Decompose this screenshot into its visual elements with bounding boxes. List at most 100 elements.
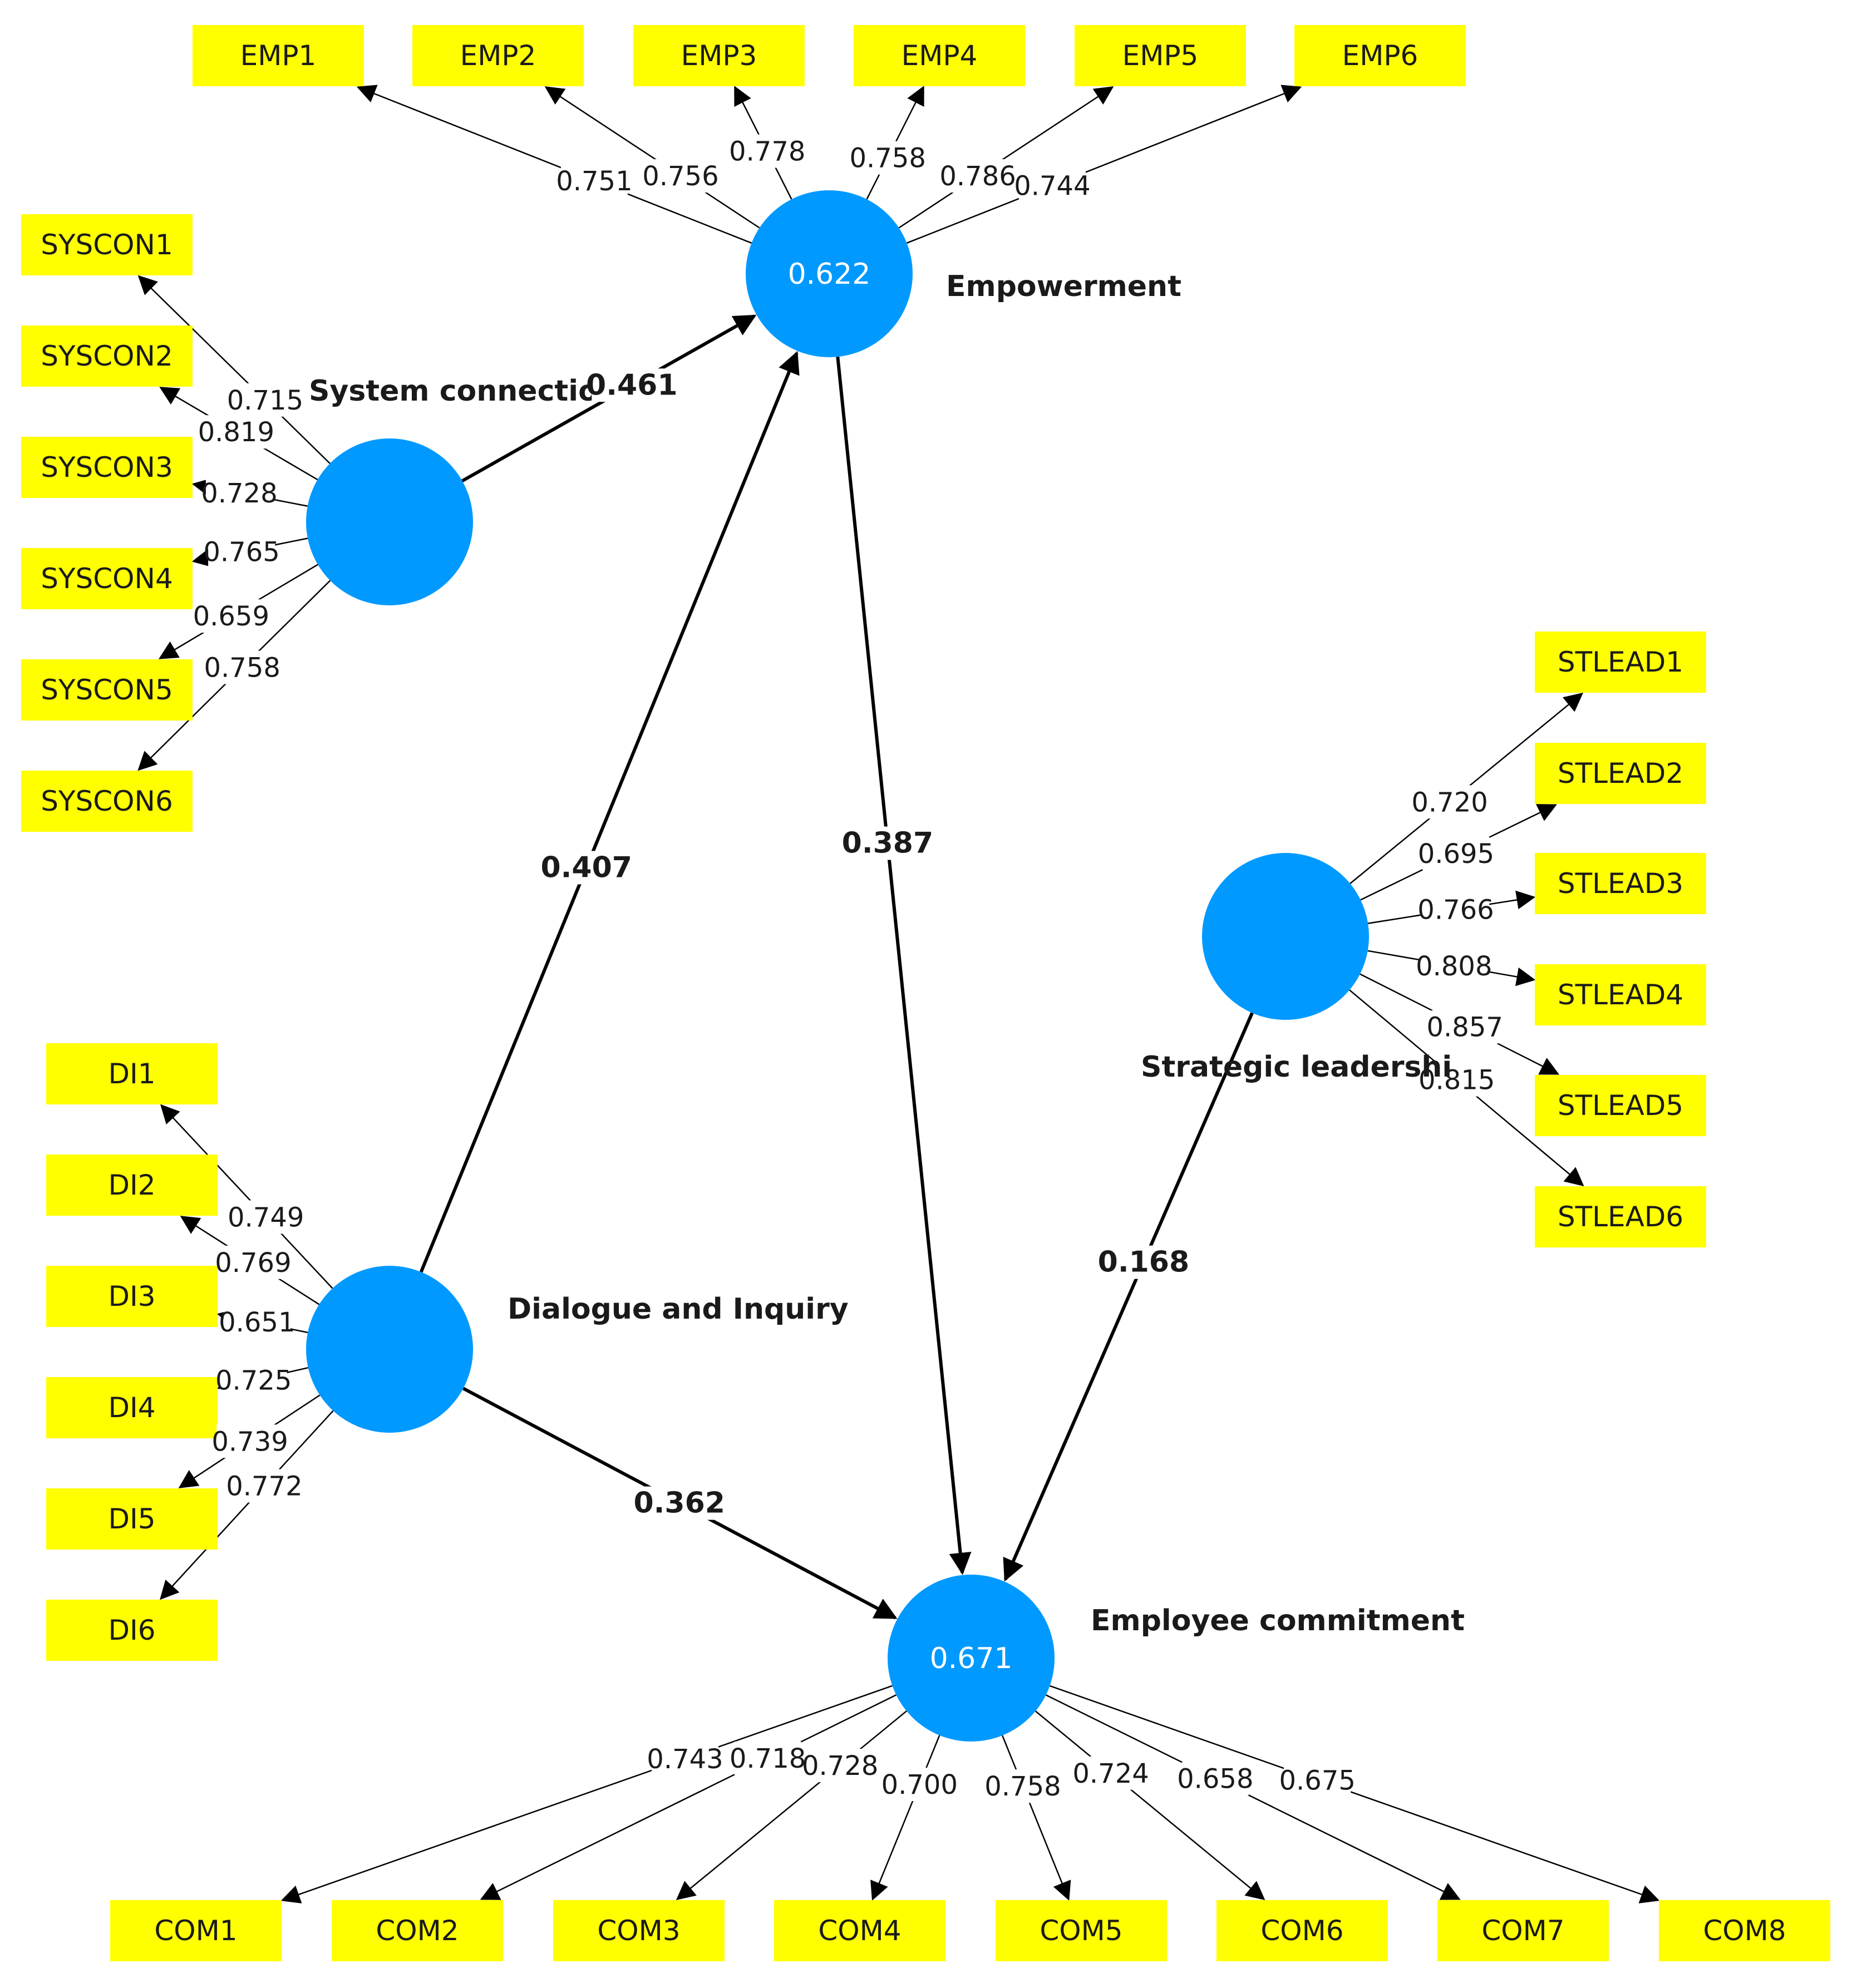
construct-circle-system-connectio: [306, 438, 473, 605]
loading-value-emp3-bg: [733, 134, 801, 168]
indicator-box-stlead4: [1535, 964, 1706, 1025]
loading-value-syscon3: 0.728: [201, 478, 277, 509]
loading-arrow-com8: [1050, 1685, 1660, 1903]
loading-value-stlead3: 0.766: [1417, 895, 1494, 926]
indicator-label-di3: DI3: [108, 1280, 155, 1313]
loading-value-emp5-bg: [944, 159, 1012, 193]
loading-value-com7-bg: [1181, 1762, 1249, 1795]
loading-value-di5: 0.739: [211, 1426, 288, 1457]
indicator-box-stlead1: [1535, 632, 1706, 693]
indicator-box-emp6: [1294, 25, 1466, 86]
indicator-label-stlead2: STLEAD2: [1558, 757, 1683, 790]
loading-value-syscon6-bg: [209, 650, 276, 684]
loading-value-stlead2-bg: [1422, 836, 1490, 870]
loading-value-di3-bg: [223, 1305, 290, 1339]
loading-arrow-syscon1: [137, 275, 331, 464]
loading-value-emp2-bg: [647, 159, 714, 193]
construct-circle-employee-commitment: [888, 1575, 1055, 1742]
indicator-label-di2: DI2: [108, 1169, 155, 1201]
loading-value-di1: 0.749: [228, 1202, 304, 1233]
loading-value-emp4-bg: [854, 141, 922, 175]
construct-circle-strategic-leadershi: [1202, 853, 1369, 1020]
construct-name-system-connectio: System connectio: [309, 374, 598, 408]
indicator-label-emp1: EMP1: [240, 40, 317, 72]
indicator-box-com5: [996, 1900, 1167, 1961]
indicator-label-syscon6: SYSCON6: [41, 785, 173, 817]
loading-arrow-emp1: [356, 85, 752, 244]
indicator-label-di6: DI6: [108, 1614, 155, 1646]
loading-value-com7: 0.658: [1177, 1764, 1253, 1795]
construct-name-dialogue-and-inquiry: Dialogue and Inquiry: [508, 1293, 849, 1326]
loading-value-stlead5-bg: [1431, 1010, 1499, 1044]
construct-name-employee-commitment: Employee commitment: [1091, 1604, 1465, 1637]
indicator-box-di4: [46, 1377, 218, 1438]
indicator-box-com1: [110, 1900, 282, 1961]
loading-value-com1: 0.743: [647, 1744, 723, 1775]
loading-value-syscon1-bg: [232, 383, 299, 417]
loading-value-com3: 0.728: [802, 1750, 878, 1782]
path-coefficient-di-com-bg: [639, 1486, 720, 1520]
indicator-label-di4: DI4: [108, 1392, 155, 1424]
loading-value-stlead1: 0.720: [1411, 787, 1487, 818]
loading-value-emp2: 0.756: [642, 161, 718, 192]
path-coefficient-sys-emp-bg: [592, 368, 672, 402]
indicator-box-emp2: [412, 25, 584, 86]
loading-value-stlead1-bg: [1416, 785, 1484, 819]
indicator-label-di5: DI5: [108, 1503, 155, 1535]
indicator-label-syscon3: SYSCON3: [41, 451, 173, 484]
loading-value-di2: 0.769: [215, 1247, 291, 1279]
loading-value-syscon1: 0.715: [227, 385, 303, 416]
indicator-label-syscon5: SYSCON5: [41, 674, 173, 706]
construct-r2-employee-commitment: 0.671: [930, 1642, 1013, 1675]
indicator-box-di5: [46, 1488, 218, 1550]
loading-arrow-emp2: [544, 86, 760, 229]
indicator-label-emp4: EMP4: [902, 40, 978, 72]
indicator-box-syscon3: [21, 437, 193, 498]
indicator-box-emp3: [633, 25, 805, 86]
path-arrow-di-emp: [419, 351, 800, 1273]
construct-name-strategic-leadershi: Strategic leadershi: [1141, 1050, 1452, 1084]
loading-arrow-com2: [480, 1694, 897, 1900]
indicator-label-emp2: EMP2: [460, 40, 536, 72]
indicator-label-syscon1: SYSCON1: [41, 229, 173, 261]
loading-arrow-di6: [160, 1410, 334, 1600]
loading-arrow-com3: [676, 1710, 907, 1901]
path-coefficient-emp-com: 0.387: [842, 827, 933, 860]
loading-value-stlead6-bg: [1423, 1063, 1490, 1097]
indicator-box-syscon6: [21, 771, 193, 832]
path-coefficient-stl-com-bg: [1103, 1245, 1184, 1279]
indicator-label-stlead1: STLEAD1: [1558, 646, 1683, 678]
loading-value-stlead6: 0.815: [1418, 1065, 1495, 1096]
loading-arrow-emp6: [907, 85, 1302, 244]
loading-value-stlead3-bg: [1422, 892, 1489, 926]
indicator-label-emp6: EMP6: [1342, 40, 1418, 72]
loading-value-emp4: 0.758: [849, 143, 925, 174]
indicator-label-com6: COM6: [1260, 1915, 1343, 1947]
indicator-box-syscon5: [21, 659, 193, 721]
indicator-label-syscon2: SYSCON2: [41, 340, 173, 372]
path-coefficient-sys-emp: 0.461: [586, 368, 677, 402]
loading-value-emp6: 0.744: [1014, 170, 1090, 201]
indicator-box-stlead2: [1535, 743, 1706, 804]
loading-value-syscon4: 0.765: [203, 536, 279, 568]
path-coefficient-di-emp: 0.407: [540, 851, 632, 884]
indicator-box-stlead6: [1535, 1186, 1706, 1247]
indicator-label-syscon4: SYSCON4: [41, 563, 173, 595]
indicator-box-com2: [332, 1900, 503, 1961]
loading-value-com5-bg: [989, 1769, 1056, 1803]
loading-value-di3: 0.651: [219, 1307, 295, 1338]
loading-value-emp3: 0.778: [729, 136, 805, 167]
loading-value-com8: 0.675: [1279, 1765, 1355, 1796]
path-coefficient-di-emp-bg: [546, 851, 627, 885]
loading-value-com1-bg: [652, 1742, 718, 1775]
indicator-box-com7: [1437, 1900, 1609, 1961]
indicator-box-com6: [1216, 1900, 1388, 1961]
indicator-label-com3: COM3: [597, 1915, 680, 1947]
indicator-box-stlead3: [1535, 853, 1706, 914]
loading-value-di4: 0.725: [215, 1365, 292, 1396]
loading-value-emp6-bg: [1018, 169, 1086, 203]
loading-value-syscon3-bg: [205, 476, 273, 510]
indicator-box-syscon4: [21, 548, 193, 609]
indicator-box-syscon1: [21, 214, 193, 275]
